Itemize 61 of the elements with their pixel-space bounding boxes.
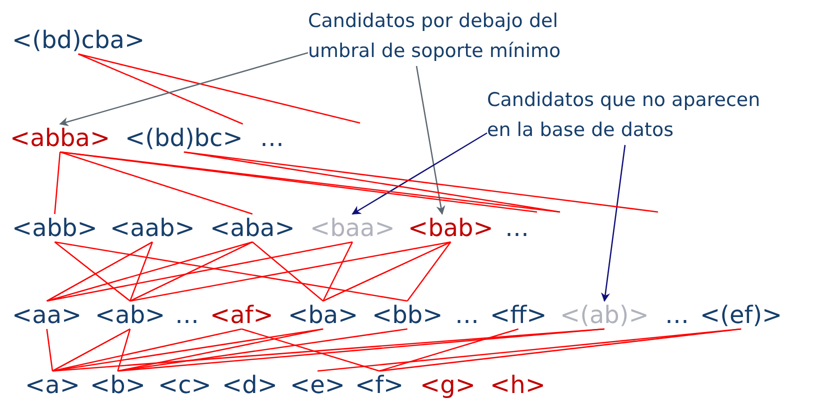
sequence-text: <c>: [158, 371, 212, 399]
connector-line: [252, 242, 324, 302]
sequence-text: <aa>: [12, 301, 82, 329]
sequence-text: <a>: [25, 371, 80, 399]
connector-line: [322, 242, 354, 302]
connector-line: [54, 241, 130, 302]
connector-line: [60, 151, 253, 215]
sequence-text: <g>: [420, 371, 476, 399]
connector-line: [406, 242, 452, 302]
connector-line: [242, 328, 380, 372]
sequence-text: <ba>: [288, 301, 358, 329]
sequence-text: <abba>: [10, 124, 110, 152]
connector-line: [46, 241, 253, 302]
connector-line: [54, 152, 61, 214]
connector-line: [130, 241, 451, 302]
callout-text: Candidatos por debajo del umbral de soporte mínimo: [308, 6, 618, 66]
connector-line: [52, 328, 242, 372]
sequence-text: <bab>: [408, 214, 494, 242]
sequence-text: <b>: [90, 371, 146, 399]
sequence-text: <aba>: [210, 214, 295, 242]
sequence-text: <aab>: [110, 214, 195, 242]
sequence-text: <h>: [490, 371, 546, 399]
ellipsis-text: …: [455, 301, 479, 329]
sequence-text: <f>: [355, 371, 404, 399]
sequence-text: <(bd)cba>: [12, 26, 145, 54]
callout-text: Candidatos que no aparecen en la base de datos: [487, 85, 787, 145]
arrow: [416, 66, 446, 215]
ellipsis-text: …: [665, 301, 689, 329]
connector-line: [118, 328, 408, 372]
connector-line: [129, 242, 154, 302]
connector-line: [54, 241, 408, 302]
sequence-text: <ff>: [490, 301, 547, 329]
connector-line: [46, 241, 353, 302]
connector-line: [52, 328, 324, 372]
connector-line: [78, 53, 360, 124]
ellipsis-text: …: [175, 301, 199, 329]
connector-line: [46, 328, 54, 372]
sequence-text: <(ef)>: [700, 301, 782, 329]
sequence-text: <d>: [222, 371, 278, 399]
sequence-text: <e>: [290, 371, 345, 399]
sequence-text: <abb>: [12, 214, 98, 242]
connector-line: [46, 241, 153, 302]
ellipsis-text: …: [260, 124, 284, 152]
sequence-text: <(bd)bc>: [125, 124, 243, 152]
connector-line: [322, 241, 451, 302]
sequence-text: <af>: [210, 301, 274, 329]
connector-line: [78, 53, 244, 125]
arrow: [352, 132, 488, 215]
connector-line: [130, 241, 253, 302]
ellipsis-text: …: [505, 214, 529, 242]
arrow: [59, 52, 308, 126]
connector-line: [117, 328, 131, 372]
sequence-text: <bb>: [372, 301, 443, 329]
connector-line: [379, 328, 519, 372]
arrow: [601, 144, 626, 302]
connector-line: [184, 151, 658, 213]
connector-line: [52, 328, 130, 372]
sequence-text: <(ab)>: [560, 301, 649, 329]
sequence-text: <ab>: [95, 301, 166, 329]
sequence-text: <baa>: [310, 214, 395, 242]
connector-line: [118, 328, 324, 372]
